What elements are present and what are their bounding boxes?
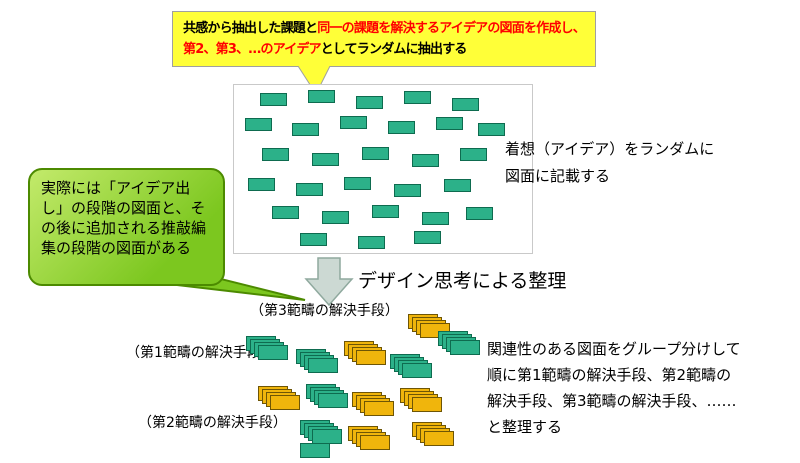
grouped-card-green	[402, 363, 432, 378]
grouping-note: 関連性のある図面をグループ分けして 順に第1範疇の解決手段、第2範疇の 解決手段…	[487, 336, 797, 440]
grouping-note-line-3: 解決手段、第3範疇の解決手段、……	[487, 392, 737, 410]
grouped-card-green	[312, 429, 342, 444]
grouped-card-yellow	[270, 395, 300, 410]
speech-bubble-text: 実際には「アイデア出し」の段階の図面と、その後に追加される推敲編集の段階の図面が…	[41, 179, 207, 257]
cluster-label-category3: （第3範疇の解決手段）	[250, 303, 399, 319]
idea-card	[356, 96, 383, 109]
idea-card	[444, 179, 471, 192]
grouped-card-green	[258, 345, 288, 360]
idea-card	[308, 90, 335, 103]
grouped-card-yellow	[364, 401, 394, 416]
idea-card	[300, 233, 327, 246]
idea-card	[322, 211, 349, 224]
grouped-card-green	[318, 393, 348, 408]
grouping-note-line-1: 関連性のある図面をグループ分けして	[487, 340, 741, 358]
idea-card	[362, 147, 389, 160]
idea-card	[272, 206, 299, 219]
idea-card	[422, 212, 449, 225]
idea-card	[296, 183, 323, 196]
idea-card	[358, 236, 385, 249]
idea-card	[344, 177, 371, 190]
callout-text-black-1: 共感から抽出した課題と	[183, 21, 318, 36]
left-speech-bubble: 実際には「アイデア出し」の段階の図面と、その後に追加される推敲編集の段階の図面が…	[28, 168, 225, 286]
idea-card	[404, 91, 431, 104]
grouped-card-green	[300, 443, 330, 458]
idea-card	[262, 148, 289, 161]
idea-card	[292, 123, 319, 136]
idea-card	[460, 148, 487, 161]
grouped-card-green	[450, 340, 480, 355]
callout-line-2: 第2、第3、…のアイデアとしてランダムに抽出する	[183, 39, 585, 60]
process-arrow-label: デザイン思考による整理	[358, 270, 567, 292]
idea-card	[466, 207, 493, 220]
callout-text-red-2: 第2、第3、…のアイデア	[183, 42, 321, 57]
scatter-note: 着想（アイデア）をランダムに 図面に記載する	[505, 136, 714, 190]
idea-card	[394, 184, 421, 197]
idea-card	[260, 93, 287, 106]
down-arrow-icon	[304, 257, 354, 307]
grouped-card-yellow	[424, 431, 454, 446]
idea-card	[248, 178, 275, 191]
grouping-note-line-4: と整理する	[487, 418, 563, 436]
scatter-note-line-2: 図面に記載する	[505, 167, 611, 185]
idea-card	[478, 123, 505, 136]
grouped-card-green	[308, 358, 338, 373]
callout-text-red-1: 同一の課題を解決するアイデアの図面を作成し、	[317, 21, 586, 36]
grouped-card-yellow	[412, 397, 442, 412]
idea-card	[312, 153, 339, 166]
idea-card	[340, 116, 367, 129]
scatter-note-line-1: 着想（アイデア）をランダムに	[505, 140, 715, 158]
callout-line-1: 共感から抽出した課題と同一の課題を解決するアイデアの図面を作成し、	[183, 18, 586, 39]
idea-card	[414, 231, 441, 244]
idea-board	[233, 84, 533, 254]
idea-card	[436, 117, 463, 130]
idea-card	[388, 121, 415, 134]
idea-card	[452, 98, 479, 111]
idea-card	[412, 154, 439, 167]
grouped-card-yellow	[356, 350, 386, 365]
cluster-label-category2: （第2範疇の解決手段）	[138, 415, 287, 431]
grouped-card-yellow	[360, 435, 390, 450]
cluster-label-category1: （第1範疇の解決手段）	[126, 345, 275, 361]
grouping-note-line-2: 順に第1範疇の解決手段、第2範疇の	[487, 366, 732, 384]
top-callout: 共感から抽出した課題と同一の課題を解決するアイデアの図面を作成し、 第2、第3、…	[172, 11, 596, 67]
idea-card	[372, 205, 399, 218]
callout-text-black-2: としてランダムに抽出する	[320, 42, 468, 57]
idea-card	[245, 118, 272, 131]
